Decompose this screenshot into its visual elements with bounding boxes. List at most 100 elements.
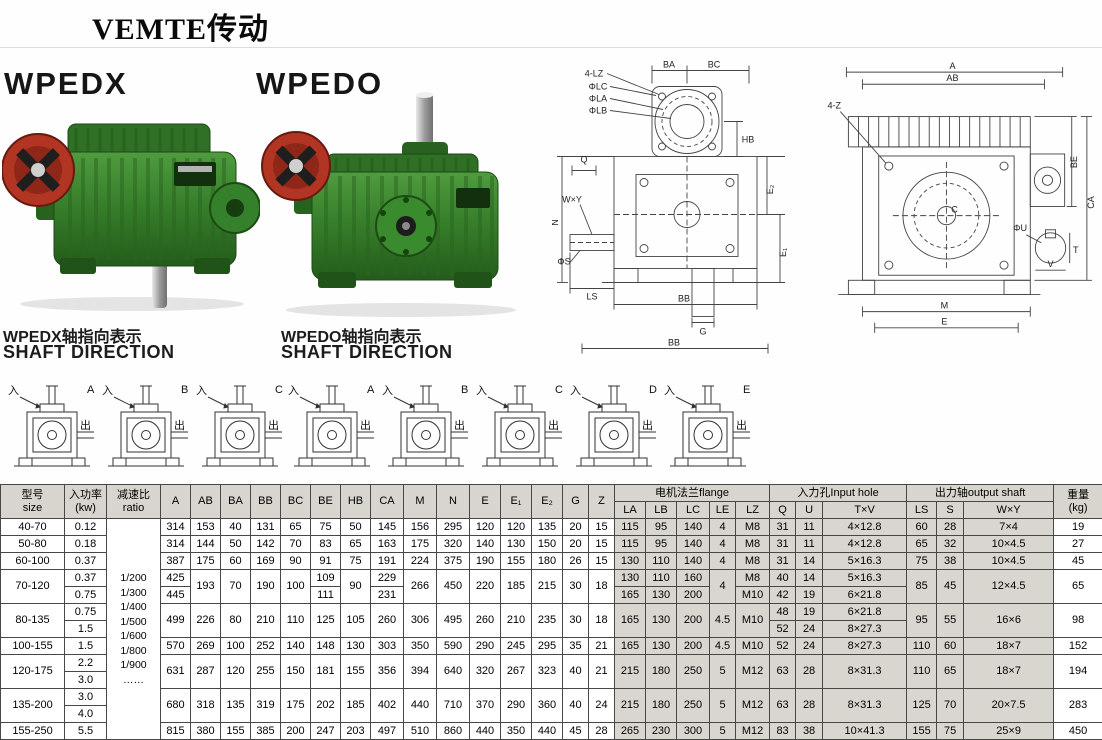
output-mark: 出 (454, 418, 465, 432)
table-cell: 28 (795, 688, 824, 723)
column-header: LB (645, 501, 677, 519)
table-cell: 75 (906, 552, 938, 570)
table-cell: 5 (709, 688, 736, 723)
table-cell: 105 (340, 603, 371, 638)
table-cell: 55 (936, 603, 965, 638)
table-cell: 180 (645, 654, 677, 689)
table-cell: 394 (403, 654, 437, 689)
dimension-label: 4-LZ (585, 69, 604, 79)
table-cell: 318 (190, 688, 221, 723)
table-cell: 266 (403, 569, 437, 604)
table-cell: M12 (734, 722, 771, 740)
output-mark: 出 (736, 418, 747, 432)
table-cell: 28 (795, 654, 824, 689)
table-cell: 63 (769, 688, 797, 723)
table-cell: 115 (614, 535, 646, 553)
column-header: BC (280, 484, 311, 519)
table-cell: 60-100 (0, 552, 65, 570)
table-cell: 215 (614, 654, 646, 689)
table-cell: 5.5 (64, 722, 107, 740)
table-cell: 18 (588, 569, 615, 604)
column-header: 减速比 ratio (106, 484, 161, 519)
column-header: LA (614, 501, 646, 519)
table-cell: 0.37 (64, 552, 107, 570)
table-cell: 265 (614, 722, 646, 740)
table-cell: 295 (531, 637, 563, 655)
table-cell: 425 (160, 569, 191, 587)
table-cell: 95 (645, 535, 677, 553)
table-cell: 215 (531, 569, 563, 604)
table-cell: 150 (280, 654, 311, 689)
table-cell: 27 (1053, 535, 1102, 553)
table-cell: M10 (734, 637, 771, 655)
column-header: LS (906, 501, 938, 519)
dimension-label: BB (668, 338, 680, 348)
dimension-label: E (941, 317, 947, 327)
table-cell: 169 (250, 552, 281, 570)
input-mark: 入 (288, 385, 299, 397)
table-cell: 445 (160, 586, 191, 604)
diagram-letter: B (181, 384, 188, 396)
table-cell: 120 (220, 654, 251, 689)
dimension-label: BA (663, 60, 675, 70)
table-cell: 155 (220, 722, 251, 740)
dimension-label: E₁ (778, 248, 788, 257)
table-cell: 130 (645, 586, 677, 604)
model-title-wpedo: WPEDO (256, 66, 384, 101)
table-cell: 269 (190, 637, 221, 655)
table-cell: 450 (436, 569, 470, 604)
table-cell: 140 (676, 552, 710, 570)
table-cell: 193 (190, 569, 221, 604)
table-cell: 5×16.3 (822, 569, 908, 587)
table-cell: 83 (769, 722, 797, 740)
table-cell: 1/200 1/300 1/400 1/500 1/600 1/800 1/90… (106, 518, 161, 740)
table-cell: M10 (734, 603, 771, 638)
table-cell: 75 (340, 552, 371, 570)
column-header: Q (769, 501, 797, 519)
table-cell: 319 (250, 688, 281, 723)
column-header: CA (370, 484, 404, 519)
column-header: LC (676, 501, 710, 519)
table-cell: 260 (370, 603, 404, 638)
table-cell: 200 (676, 603, 710, 638)
table-cell: 224 (403, 552, 437, 570)
table-cell: 135-200 (0, 688, 65, 723)
table-cell: 4.0 (64, 705, 107, 723)
diagram-letter: C (275, 384, 283, 396)
column-header: Z (588, 484, 615, 519)
column-header: E₂ (531, 484, 563, 519)
table-cell: 570 (160, 637, 191, 655)
table-cell: 680 (160, 688, 191, 723)
table-cell: 32 (936, 535, 965, 553)
column-header: 入功率 (kw) (64, 484, 107, 519)
table-cell: 190 (250, 569, 281, 604)
table-cell: 180 (531, 552, 563, 570)
table-cell: 80 (220, 603, 251, 638)
column-header: M (403, 484, 437, 519)
table-cell: 31 (769, 518, 797, 536)
table-cell: 15 (588, 535, 615, 553)
input-mark: 入 (570, 385, 581, 397)
table-cell: 40 (220, 518, 251, 536)
table-cell: 11 (795, 535, 824, 553)
table-cell: 100 (220, 637, 251, 655)
dimension-label: ΦLC (589, 82, 608, 92)
table-cell: 98 (1053, 603, 1102, 638)
table-cell: 142 (250, 535, 281, 553)
table-cell: 12×4.5 (963, 569, 1055, 604)
column-header: N (436, 484, 470, 519)
dimension-label: W×Y (562, 195, 582, 205)
table-cell: 45 (1053, 552, 1102, 570)
dimension-label: AB (946, 73, 958, 83)
column-header: 入力孔Input hole (769, 484, 908, 502)
table-cell: 52 (769, 620, 797, 638)
table-cell: 6×21.8 (822, 603, 908, 621)
dimension-label: T (1073, 245, 1079, 255)
table-cell: 314 (160, 535, 191, 553)
output-mark: 出 (548, 418, 559, 432)
dimension-label: 4-Z (827, 100, 841, 110)
